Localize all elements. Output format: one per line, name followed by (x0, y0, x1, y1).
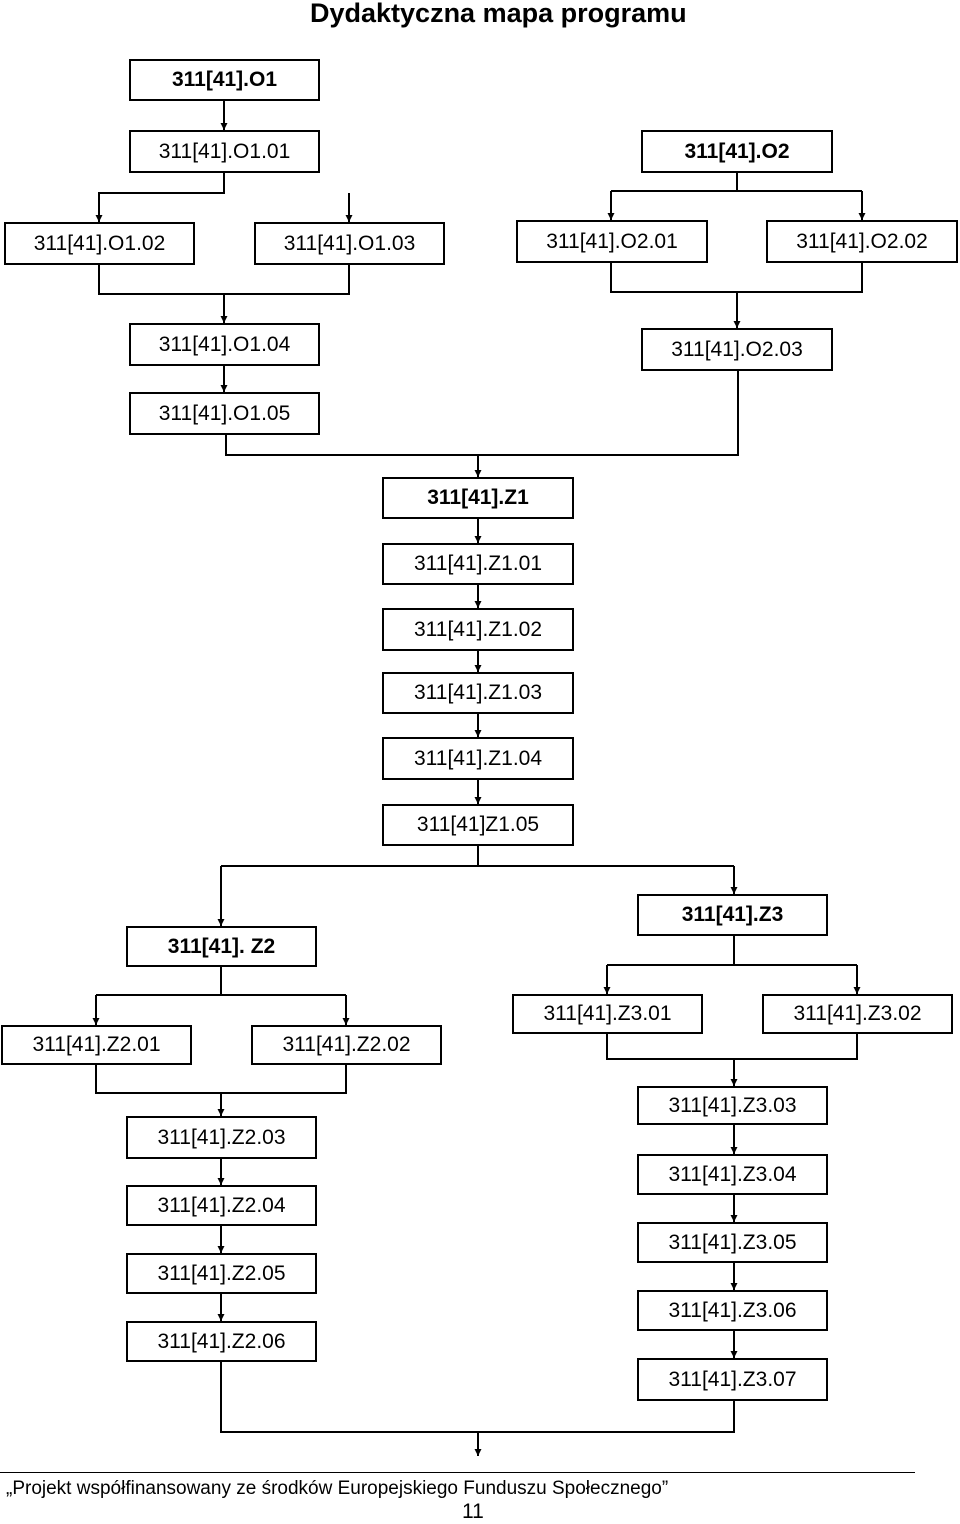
module-z2-02: 311[41].Z2.02 (251, 1025, 442, 1065)
module-o2-03: 311[41].O2.03 (641, 328, 833, 371)
module-z1-02: 311[41].Z1.02 (382, 608, 574, 651)
module-z2-03: 311[41].Z2.03 (126, 1116, 317, 1159)
module-z3-03: 311[41].Z3.03 (637, 1086, 828, 1125)
module-z1-04: 311[41].Z1.04 (382, 737, 574, 780)
module-z2-01: 311[41].Z2.01 (1, 1025, 192, 1065)
module-z1: 311[41].Z1 (382, 477, 574, 519)
module-z1-03: 311[41].Z1.03 (382, 672, 574, 714)
module-o2: 311[41].O2 (641, 130, 833, 173)
module-z2-04: 311[41].Z2.04 (126, 1185, 317, 1226)
module-z2-06: 311[41].Z2.06 (126, 1321, 317, 1362)
module-o1-05: 311[41].O1.05 (129, 392, 320, 435)
footer-divider (0, 1472, 915, 1473)
footer-text: „Projekt współfinansowany ze środków Eur… (6, 1478, 669, 1499)
module-o2-02: 311[41].O2.02 (766, 220, 958, 263)
module-z3-02: 311[41].Z3.02 (762, 994, 953, 1034)
module-z3-06: 311[41].Z3.06 (637, 1290, 828, 1331)
module-z1-01: 311[41].Z1.01 (382, 543, 574, 585)
module-z3-05: 311[41].Z3.05 (637, 1222, 828, 1263)
page-title: Dydaktyczna mapa programu (310, 0, 687, 28)
module-o1: 311[41].O1 (129, 59, 320, 101)
module-z3: 311[41].Z3 (637, 894, 828, 936)
module-o1-01: 311[41].O1.01 (129, 130, 320, 173)
page-number: 11 (462, 1500, 484, 1523)
module-z2-05: 311[41].Z2.05 (126, 1253, 317, 1294)
module-z3-07: 311[41].Z3.07 (637, 1358, 828, 1401)
module-z1-05: 311[41]Z1.05 (382, 804, 574, 846)
module-z2: 311[41]. Z2 (126, 926, 317, 967)
module-z3-01: 311[41].Z3.01 (512, 994, 703, 1034)
module-o2-01: 311[41].O2.01 (516, 220, 708, 263)
module-o1-03: 311[41].O1.03 (254, 222, 445, 265)
module-o1-04: 311[41].O1.04 (129, 323, 320, 366)
module-z3-04: 311[41].Z3.04 (637, 1154, 828, 1195)
module-o1-02: 311[41].O1.02 (4, 222, 195, 265)
